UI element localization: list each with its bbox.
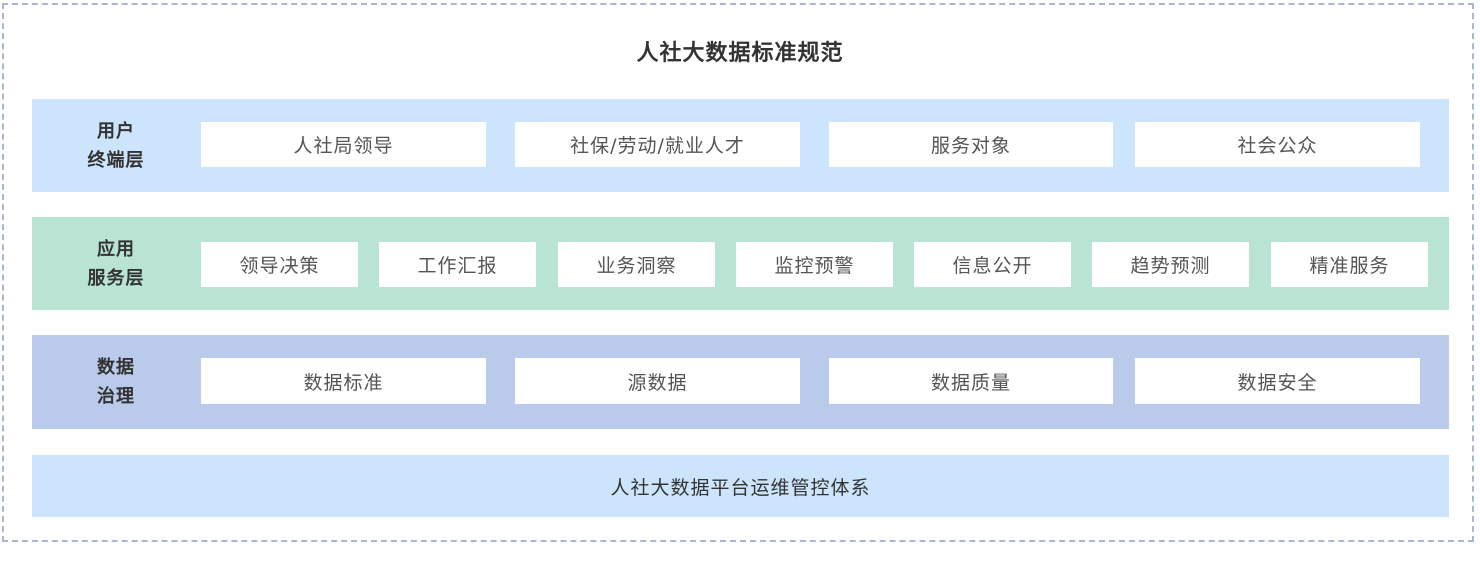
item-box: 趋势预测 [1092, 242, 1249, 287]
item-box: 源数据 [515, 358, 800, 404]
layer-label: 用户 终端层 [32, 99, 200, 192]
item-box: 服务对象 [829, 122, 1113, 167]
layer-label: 数据 治理 [32, 335, 200, 429]
item-box: 社保/劳动/就业人才 [515, 122, 800, 167]
item-box: 人社局领导 [201, 122, 486, 167]
layer-label-line1: 应用 [97, 238, 135, 260]
item-box: 社会公众 [1135, 122, 1420, 167]
layer-application-services: 应用 服务层 领导决策 工作汇报 业务洞察 监控预警 信息公开 趋势预测 精准服… [32, 217, 1449, 310]
item-box: 领导决策 [201, 242, 358, 287]
layer-user-terminal: 用户 终端层 人社局领导 社保/劳动/就业人才 服务对象 社会公众 [32, 99, 1449, 192]
diagram-title: 人社大数据标准规范 [636, 41, 844, 66]
diagram-frame [2, 3, 1474, 542]
layer-label-line1: 数据 [97, 357, 135, 378]
item-box: 数据标准 [201, 358, 486, 404]
item-box: 数据安全 [1135, 358, 1420, 404]
layer-data-governance: 数据 治理 数据标准 源数据 数据质量 数据安全 [32, 335, 1449, 429]
layer-label-line2: 治理 [97, 386, 135, 407]
layer-label-line2: 终端层 [87, 149, 145, 171]
item-box: 监控预警 [736, 242, 893, 287]
item-box: 数据质量 [829, 358, 1113, 404]
layer-label-line1: 用户 [97, 120, 135, 142]
ops-control-label: 人社大数据平台运维管控体系 [610, 476, 871, 499]
item-box: 工作汇报 [379, 242, 536, 287]
layer-ops-control: 人社大数据平台运维管控体系 [32, 455, 1449, 517]
item-box: 精准服务 [1271, 242, 1428, 287]
item-box: 业务洞察 [558, 242, 715, 287]
layer-label: 应用 服务层 [32, 217, 200, 310]
layer-label-line2: 服务层 [87, 267, 145, 289]
item-box: 信息公开 [914, 242, 1071, 287]
